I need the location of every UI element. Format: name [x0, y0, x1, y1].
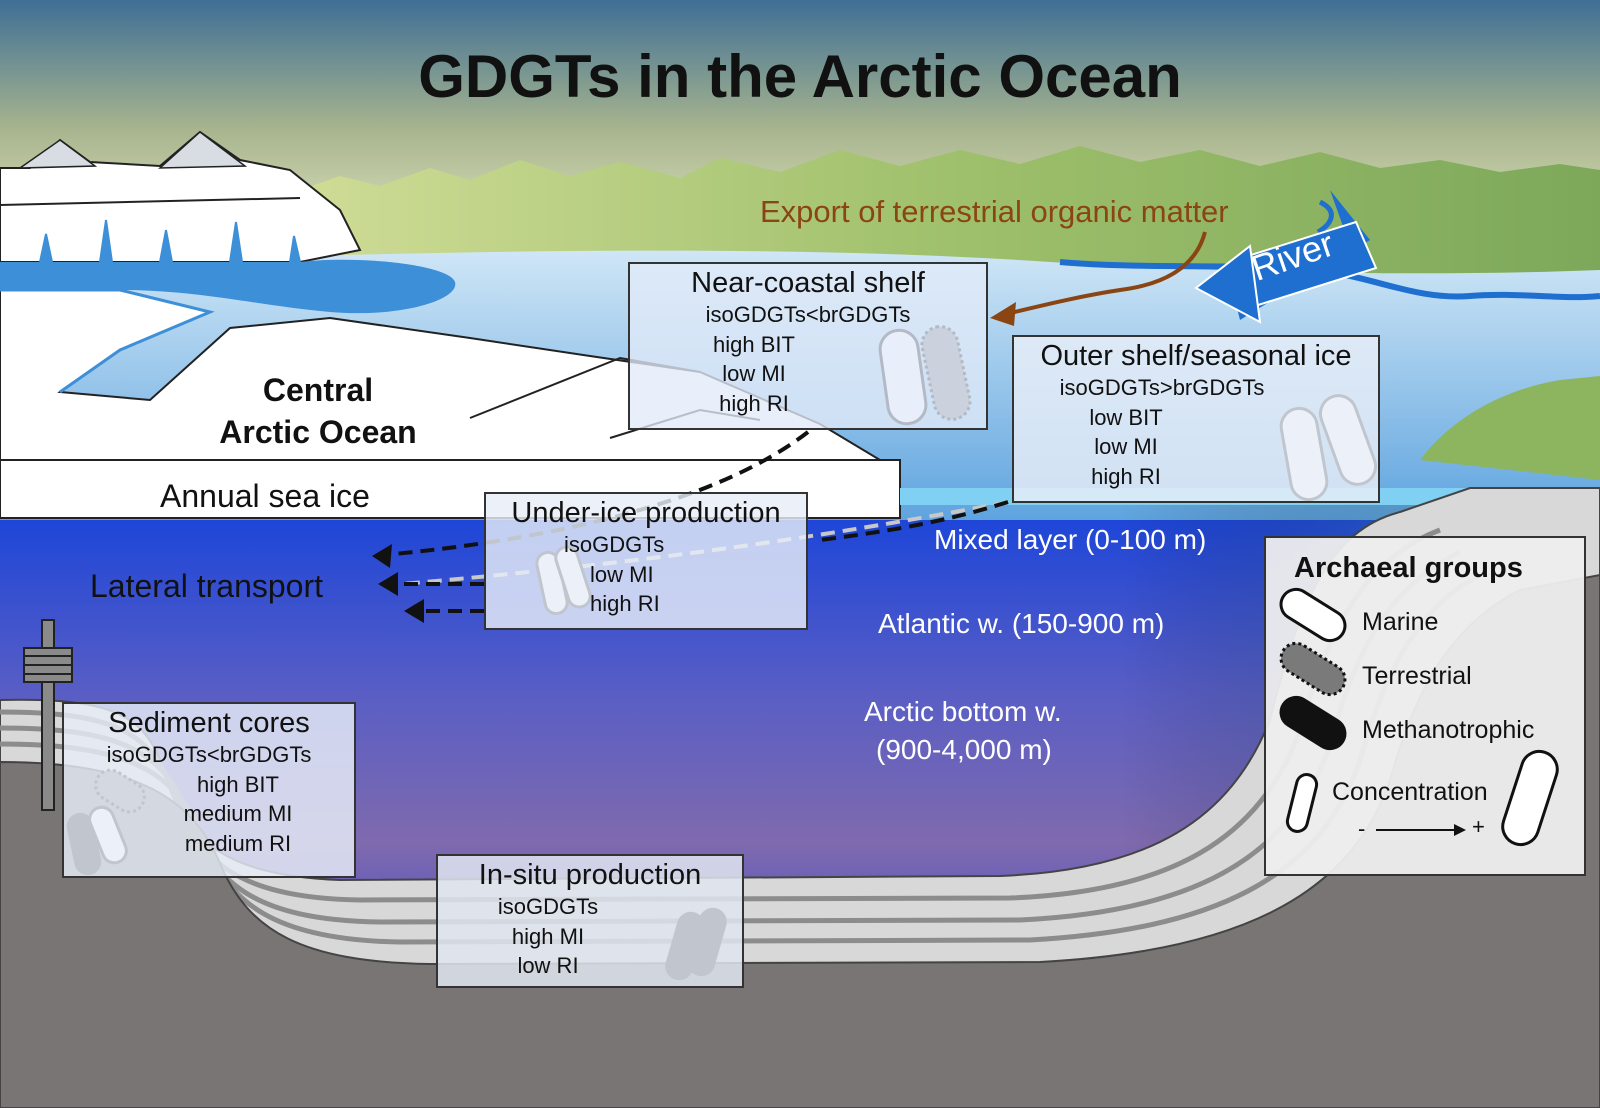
box-line: medium RI — [184, 830, 292, 856]
box-title: Sediment cores — [108, 707, 310, 739]
box-title: Under-ice production — [511, 497, 781, 529]
glacier-crevasses — [39, 219, 301, 263]
legend-large-cell — [1501, 749, 1559, 847]
sediment-cores-box: Sediment cores isoGDGTs<brGDGTs high BIT… — [62, 702, 356, 878]
legend-methanotrophic-cell — [1279, 695, 1347, 751]
box-line: high MI — [511, 923, 585, 949]
box-line: high BIT — [713, 331, 795, 357]
river-arrow-head — [1194, 244, 1262, 324]
legend-terrestrial-cell — [1279, 641, 1347, 697]
bottom-water-label-line1: Arctic bottom w. — [864, 696, 1062, 727]
box-line: isoGDGTs — [497, 894, 599, 919]
legend-title: Archaeal groups — [1294, 552, 1523, 584]
legend-marine-cell — [1279, 587, 1347, 643]
river-channel — [1059, 259, 1600, 301]
lateral-transport-label: Lateral transport — [90, 568, 324, 604]
box-line: medium MI — [183, 801, 293, 826]
export-arrow-head — [990, 302, 1016, 326]
box-line: high RI — [1091, 463, 1161, 489]
atlantic-water-label: Atlantic w. (150-900 m) — [878, 608, 1165, 639]
coastal-hill — [1420, 376, 1600, 480]
near-coastal-shelf-box: Near-coastal shelf isoGDGTs<brGDGTs high… — [628, 262, 988, 430]
arrowhead — [404, 599, 424, 623]
box-line: high BIT — [197, 771, 279, 797]
legend-symbols — [1279, 587, 1559, 847]
ice-edge — [0, 288, 215, 394]
glacier-ledge — [0, 197, 301, 206]
box-line: isoGDGTs<brGDGTs — [705, 302, 911, 327]
mountain-peak — [157, 131, 248, 169]
box-line: isoGDGTs<brGDGTs — [106, 742, 312, 767]
central-label-line1: Central — [262, 372, 374, 408]
box-line: low MI — [590, 561, 654, 587]
central-label-line2: Arctic Ocean — [219, 414, 417, 450]
box-line: isoGDGTs — [564, 532, 665, 557]
outer-shelf-box: Outer shelf/seasonal ice isoGDGTs>brGDGT… — [1012, 335, 1380, 503]
box-line: low BIT — [1089, 404, 1163, 430]
legend-item-marine: Marine — [1362, 608, 1439, 636]
river-tributary — [1316, 199, 1334, 235]
box-line: high RI — [719, 390, 789, 416]
legend-plus: + — [1472, 814, 1485, 839]
river-label: River — [1246, 222, 1339, 289]
in-situ-production-box: In-situ production isoGDGTs high MI low … — [436, 854, 744, 988]
under-ice-production-box: Under-ice production isoGDGTs low MI hig… — [484, 492, 808, 630]
bottom-water-label-line2: (900-4,000 m) — [876, 734, 1052, 765]
mountain-peak — [17, 139, 98, 169]
meltwater — [0, 259, 456, 314]
legend-concentration-arrowhead — [1454, 824, 1466, 836]
legend-item-methanotrophic: Methanotrophic — [1362, 716, 1535, 744]
diagram-title: GDGTs in the Arctic Ocean — [418, 43, 1182, 110]
dashed-transport-outer-shelf-dark — [819, 500, 1009, 542]
arrowhead — [378, 572, 398, 596]
legend-small-cell — [1285, 773, 1319, 833]
box-line: low MI — [1094, 434, 1158, 459]
mixed-layer-label: Mixed layer (0-100 m) — [934, 524, 1207, 555]
legend-minus: - — [1358, 816, 1366, 841]
box-title: In-situ production — [478, 859, 702, 891]
corer-weight-ridges — [24, 655, 72, 675]
box-line: high RI — [590, 591, 660, 616]
box-title: Near-coastal shelf — [691, 267, 925, 299]
box-line: low RI — [517, 953, 579, 978]
export-arrow — [1005, 231, 1207, 316]
export-label: Export of terrestrial organic matter — [760, 194, 1229, 229]
legend-box: Archaeal groups Marine Terrestrial Metha… — [1264, 536, 1586, 876]
box-title: Outer shelf/seasonal ice — [1040, 340, 1352, 372]
legend-item-terrestrial: Terrestrial — [1362, 662, 1472, 690]
box-line: isoGDGTs>brGDGTs — [1059, 375, 1265, 400]
annual-sea-ice-label: Annual sea ice — [160, 478, 370, 514]
arrowhead — [372, 544, 392, 568]
legend-concentration-label: Concentration — [1332, 778, 1488, 806]
box-line: low MI — [722, 361, 786, 386]
